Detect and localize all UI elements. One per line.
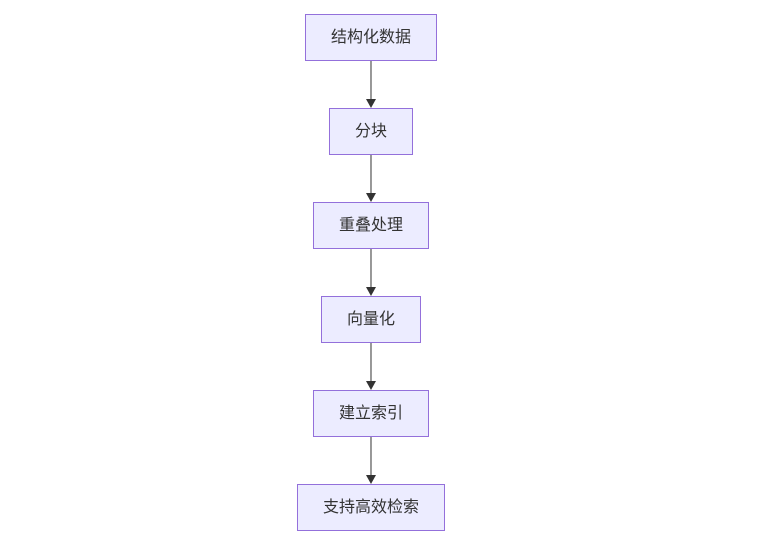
arrowhead-down-icon [365, 99, 376, 108]
flow-node-n5: 建立索引 [312, 390, 430, 437]
arrow-line [370, 249, 372, 289]
flow-node-n3: 重叠处理 [312, 202, 430, 249]
arrowhead-down-icon [365, 475, 376, 484]
flowchart-column: 结构化数据分块重叠处理向量化建立索引支持高效检索 [296, 14, 446, 531]
arrowhead-down-icon [365, 381, 376, 390]
flow-arrow-n4-n5 [365, 343, 377, 390]
arrow-line [370, 61, 372, 101]
arrow-line [370, 343, 372, 383]
flow-arrow-n5-n6 [365, 437, 377, 484]
arrow-line [370, 437, 372, 477]
arrow-line [370, 155, 372, 195]
flow-node-n6: 支持高效检索 [296, 484, 446, 531]
arrowhead-down-icon [365, 287, 376, 296]
flow-arrow-n1-n2 [365, 61, 377, 108]
flow-arrow-n3-n4 [365, 249, 377, 296]
flow-node-n1: 结构化数据 [304, 14, 438, 61]
flow-node-n4: 向量化 [320, 296, 422, 343]
flow-arrow-n2-n3 [365, 155, 377, 202]
flow-node-n2: 分块 [328, 108, 414, 155]
arrowhead-down-icon [365, 193, 376, 202]
